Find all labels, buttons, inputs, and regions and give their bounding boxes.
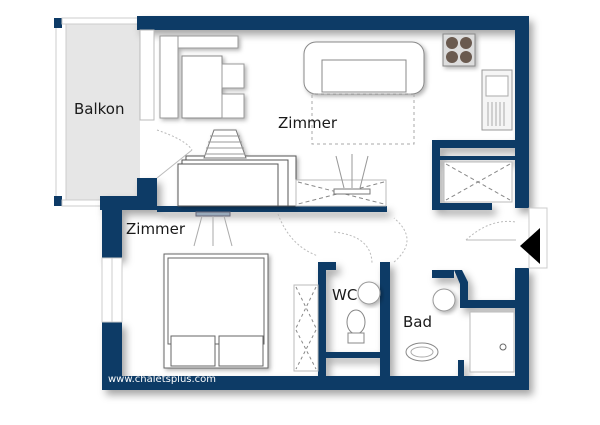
room-label-balkon: Balkon [74, 100, 125, 118]
stove [442, 33, 476, 67]
room-label-wc: WC [332, 286, 358, 304]
toilet [346, 309, 366, 344]
kitchen-cabinet [443, 161, 513, 203]
room-label-zimmer-bedroom: Zimmer [126, 220, 186, 238]
walls [100, 16, 529, 390]
kitchen-sink [481, 69, 513, 131]
dining-set [159, 35, 245, 119]
sofa [303, 41, 425, 95]
room-label-bad: Bad [403, 313, 433, 331]
shower [469, 311, 515, 373]
double-bed [163, 253, 269, 369]
website-watermark: www.chaletsplus.com [108, 374, 217, 385]
entrance-arrow-icon [520, 228, 540, 264]
room-label-zimmer-living: Zimmer [278, 114, 338, 132]
balcony-area [54, 17, 141, 207]
sofa-bed [177, 129, 297, 207]
washbasin [405, 342, 439, 362]
wardrobe [293, 284, 319, 372]
